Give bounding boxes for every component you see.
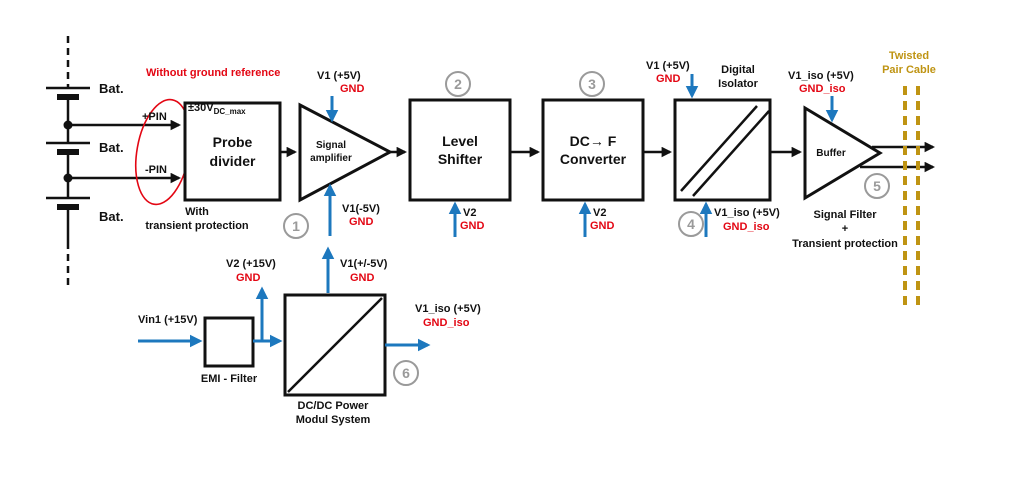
digital-isolator-block xyxy=(673,98,772,202)
plus-pin-label: +PIN xyxy=(142,111,167,123)
probe-divider-label: Probe divider xyxy=(209,134,256,169)
battery-label-3: Bat. xyxy=(99,209,124,224)
buffer-top-voltage: V1_iso (+5V) xyxy=(788,70,854,82)
dcdc-label: DC/DC Power Modul System xyxy=(295,400,371,427)
v1-out-gnd: GND xyxy=(350,272,375,284)
isolator-diagonal-1 xyxy=(680,105,758,192)
amp-bottom-gnd: GND xyxy=(349,216,374,228)
step-badge-4: 4 xyxy=(678,211,704,237)
isolator-diagonal-2 xyxy=(692,110,770,197)
blocks-layer xyxy=(183,98,883,397)
transient-protection-note: With transient protection xyxy=(145,206,249,233)
v2-out-voltage: V2 (+15V) xyxy=(226,258,276,270)
step-badge-6: 6 xyxy=(393,360,419,386)
amp-top-voltage: V1 (+5V) xyxy=(317,70,361,82)
battery-label-1: Bat. xyxy=(99,81,124,96)
isolator-top-voltage: V1 (+5V) xyxy=(646,60,690,72)
probe-divider-block xyxy=(183,101,282,202)
vin-label: Vin1 (+15V) xyxy=(138,314,198,326)
v1-out-voltage: V1(+/-5V) xyxy=(340,258,388,270)
max-voltage-sub: DC_max xyxy=(213,107,246,117)
battery-stack xyxy=(46,36,90,286)
level-shifter-gnd: GND xyxy=(460,220,485,232)
buffer-label: Buffer xyxy=(816,147,846,159)
battery-label-2: Bat. xyxy=(99,140,124,155)
signal-amplifier-label: Signal amplifier xyxy=(310,140,352,164)
step-badge-5: 5 xyxy=(864,173,890,199)
isolator-top-gnd: GND xyxy=(656,73,681,85)
buffer-top-gnd: GND_iso xyxy=(799,83,846,95)
dcf-gnd: GND xyxy=(590,220,615,232)
signal-amplifier-shape xyxy=(298,102,394,203)
amp-bottom-voltage: V1(-5V) xyxy=(342,203,380,215)
emi-filter-block xyxy=(203,316,255,368)
v1iso-out-gnd: GND_iso xyxy=(423,317,470,329)
minus-pin-label: -PIN xyxy=(145,164,167,176)
twisted-pair-cable-label: Twisted Pair Cable xyxy=(882,50,936,77)
dcf-converter-block xyxy=(541,98,645,202)
signal-filter-note: Signal Filter + Transient protection xyxy=(792,209,898,250)
step-badge-3: 3 xyxy=(579,71,605,97)
digital-isolator-label: Digital Isolator xyxy=(718,64,758,91)
emi-filter-label: EMI - Filter xyxy=(200,373,258,385)
dcf-converter-label: DC→ F Converter xyxy=(559,132,627,167)
level-shifter-block xyxy=(408,98,512,202)
signal-arrows xyxy=(68,119,936,184)
v1iso-out-voltage: V1_iso (+5V) xyxy=(415,303,481,315)
level-shifter-voltage: V2 xyxy=(463,207,477,219)
level-shifter-label: Level Shifter xyxy=(437,132,483,167)
max-voltage-label: ±30VDC_max xyxy=(188,87,246,118)
power-arrows xyxy=(138,74,839,352)
isolator-bottom-gnd: GND_iso xyxy=(723,221,770,233)
isolator-bottom-voltage: V1_iso (+5V) xyxy=(714,207,780,219)
max-voltage-main: ±30V xyxy=(188,102,214,115)
v2-out-gnd: GND xyxy=(236,272,261,284)
buffer-shape xyxy=(803,105,883,201)
without-ground-reference-note: Without ground reference xyxy=(146,67,281,79)
dcf-voltage: V2 xyxy=(593,207,607,219)
step-badge-2: 2 xyxy=(445,71,471,97)
twisted-pair-cable-lines xyxy=(903,86,920,310)
dcdc-diagonal xyxy=(287,297,383,393)
amp-top-gnd: GND xyxy=(340,83,365,95)
step-badge-1: 1 xyxy=(283,213,309,239)
